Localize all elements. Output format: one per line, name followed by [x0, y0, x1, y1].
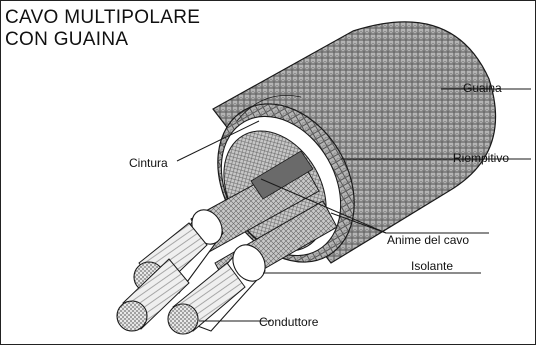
label-cintura: Cintura	[129, 156, 168, 170]
label-guaina: Guaina	[463, 81, 502, 95]
label-isolante: Isolante	[411, 259, 453, 273]
label-anime-del-cavo: Anime del cavo	[387, 233, 469, 247]
label-conduttore: Conduttore	[259, 315, 318, 329]
label-riempitivo: Riempitivo	[453, 151, 509, 165]
